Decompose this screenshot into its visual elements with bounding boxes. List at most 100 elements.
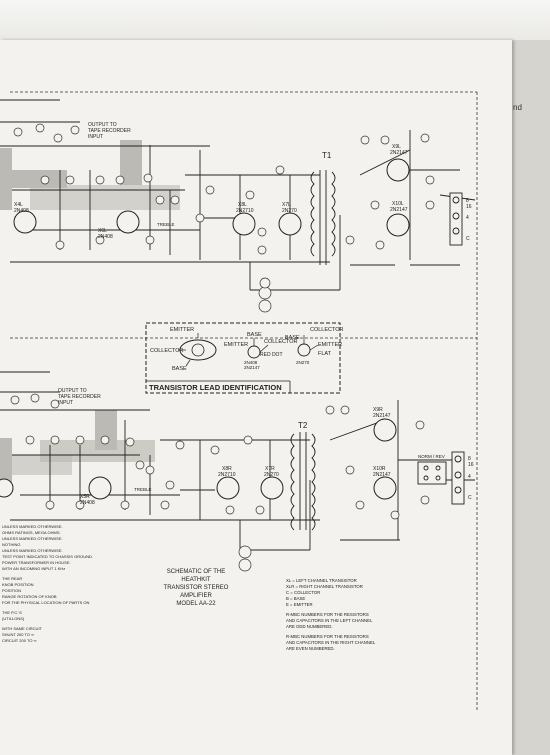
- bottom-component-markers: [10, 393, 430, 572]
- lead-id-title: TRANSISTOR LEAD IDENTIFICATION: [149, 383, 282, 392]
- bottom-output-label-3: INPUT: [58, 400, 73, 406]
- lead-collector-a: COLLECTOR: [150, 348, 184, 354]
- bottom-switch-and-terminals: [417, 451, 465, 505]
- top-x6l-part: 2N408: [98, 234, 113, 240]
- bottom-x7r-id: X7R: [265, 466, 275, 472]
- bottom-treble-label: TREBLE: [134, 487, 152, 492]
- bottom-x10r-part: 2N2147: [373, 472, 391, 478]
- bottom-x7r-part: 2N270: [264, 472, 279, 478]
- section-dividers: [10, 91, 478, 712]
- lead-base-a: BASE: [172, 366, 187, 372]
- title-line-1: SCHEMATIC OF THE: [167, 569, 225, 575]
- legend-line-3: C = COLLECTOR: [286, 590, 320, 595]
- bottom-x8r-id: X8R: [222, 466, 232, 472]
- top-transformer-label: T1: [322, 151, 332, 160]
- note-7: POWER TRANSFORMER IN HOUSE.: [2, 560, 71, 565]
- legend-line-4: B = BASE: [286, 596, 305, 601]
- note-13: FOR THE PHYSICAL LOCATION OF PARTS ON: [2, 600, 89, 605]
- schematic-sheet: [0, 40, 512, 755]
- bottom-speaker-16: 16: [468, 462, 474, 468]
- top-x4l-part: 2N408: [14, 208, 29, 214]
- lead-base-c: BASE: [285, 335, 300, 341]
- title-line-4: AMPLIFIER: [180, 593, 212, 599]
- top-x10l-part: 2N2147: [390, 207, 408, 213]
- top-x8l-id: X8L: [238, 202, 247, 208]
- note-8: WITH AN INCOMING INPUT 1 KHz: [2, 566, 65, 571]
- lead-emitter-b: EMITTER: [224, 342, 248, 348]
- note-14: THE P.C.'S: [2, 610, 22, 615]
- top-speaker-16: 16: [466, 204, 472, 210]
- top-output-label-1: OUTPUT TO: [88, 122, 117, 128]
- lead-identification-box: [145, 322, 341, 394]
- bottom-x8r-part: 2N2710: [218, 472, 236, 478]
- top-x6l-id: X6L: [98, 228, 107, 234]
- top-x7l-part: 2N270: [282, 208, 297, 214]
- note-2: OHMS RATINGS, MEGA OHMS.: [2, 530, 61, 535]
- top-x8l-part: 2N2710: [236, 208, 254, 214]
- top-treble-label: TREBLE: [157, 222, 175, 227]
- bottom-x9r-id: X9R: [373, 407, 383, 413]
- note-9: THE REAR: [2, 576, 22, 581]
- lead-emitter-c: EMITTER: [318, 342, 342, 348]
- top-x4l-id: X4L: [14, 202, 23, 208]
- adjacent-page-text: nd: [513, 103, 522, 112]
- top-x7l-id: X7L: [282, 202, 291, 208]
- note-1: UNLESS MARKED OTHERWISE.: [2, 524, 63, 529]
- lead-part-c: 2N270: [296, 360, 310, 365]
- top-speaker-8: 8: [466, 198, 469, 204]
- lead-collector-b: COLLECTOR: [264, 339, 298, 345]
- legend-line-10: AND CAPACITORS IN THE RIGHT CHANNEL: [286, 640, 376, 645]
- top-speaker-4: 4: [466, 215, 469, 221]
- highlight-regions: [0, 140, 180, 493]
- bottom-switch-label: NORM / REV: [418, 454, 445, 459]
- bottom-x5r-part: 2N408: [80, 500, 95, 506]
- lead-red-dot: RED DOT: [260, 352, 283, 358]
- note-17: SHUNT 200 TO ∞: [2, 632, 34, 637]
- lead-part-a: 2N408: [244, 360, 258, 365]
- bottom-x5r-id: X5R: [80, 494, 90, 500]
- title-line-5: MODEL AA-22: [176, 601, 216, 607]
- legend-line-5: E = EMITTER: [286, 602, 313, 607]
- top-channel-wiring: [0, 99, 476, 291]
- lead-emitter-a: EMITTER: [170, 327, 194, 333]
- lead-part-b: 2N2147: [244, 365, 260, 370]
- bottom-speaker-8: 8: [468, 456, 471, 462]
- title-line-3: TRANSISTOR STEREO: [164, 585, 229, 591]
- note-15: (UTILLONS): [2, 616, 25, 621]
- top-x9l-id: X9L: [392, 144, 401, 150]
- top-x10l-id: X10L: [392, 201, 404, 207]
- legend-line-7: AND CAPACITORS IN THE LEFT CHANNEL: [286, 618, 373, 623]
- legend-line-9: R-MBC NUMBERS FOR THE RESISTORS: [286, 634, 369, 639]
- top-transistors: [13, 158, 410, 237]
- legend-line-6: R-MBC NUMBERS FOR THE RESISTORS: [286, 612, 369, 617]
- note-6: TEST POINT INDICATED TO CHASSIS GROUND.: [2, 554, 93, 559]
- top-component-markers: [13, 123, 435, 313]
- legend-line-2: XLR = RIGHT CHANNEL TRANSISTOR: [286, 584, 363, 589]
- note-16: WITH SAME CIRCUIT: [2, 626, 43, 631]
- lead-flat: FLAT: [318, 351, 332, 357]
- adjacent-page-strip: [512, 40, 550, 755]
- legend-line-11: ARE EVEN NUMBERED.: [286, 646, 335, 651]
- page-top-strip: [0, 0, 550, 45]
- note-12: RANGE ROTATION OF KNOB: [2, 594, 57, 599]
- lead-base-b: BASE: [247, 332, 262, 338]
- note-5: UNLESS MARKED OTHERWISE.: [2, 548, 63, 553]
- legend-line-1: XL = LEFT CHANNEL TRANSISTOR: [286, 578, 357, 583]
- bottom-x9r-part: 2N2147: [373, 413, 391, 419]
- bottom-x10r-id: X10R: [373, 466, 386, 472]
- note-11: POSITION: [2, 588, 21, 593]
- top-output-label-2: TAPE RECORDER: [88, 128, 131, 134]
- bottom-transistors: [0, 418, 397, 500]
- transformer-t1: [310, 170, 336, 265]
- notes: UNLESS MARKED OTHERWISE. OHMS RATINGS, M…: [2, 524, 93, 643]
- top-output-label-3: INPUT: [88, 134, 103, 140]
- bottom-transformer-label: T2: [298, 421, 308, 430]
- title-block: SCHEMATIC OF THE HEATHKIT TRANSISTOR STE…: [164, 569, 229, 607]
- note-18: CIRCUIT 200 TO ∞: [2, 638, 37, 643]
- transformer-t2: [290, 432, 316, 531]
- note-3: UNLESS MARKED OTHERWISE.: [2, 536, 63, 541]
- bottom-output-label-2: TAPE RECORDER: [58, 394, 101, 400]
- lead-collector-c: COLLECTOR: [310, 327, 344, 333]
- top-speaker-terminals: [449, 192, 463, 246]
